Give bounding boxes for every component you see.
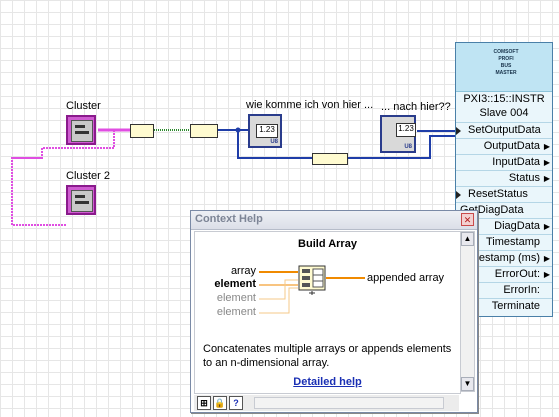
terminal-array: array	[230, 265, 256, 277]
pxi-property-row[interactable]: Timestamp	[456, 234, 552, 250]
input-terminal-icon	[456, 191, 461, 199]
build-array-node[interactable]	[130, 124, 154, 138]
numeric-indicator-1-value: 1.23	[256, 124, 278, 138]
terminal-element: element	[216, 306, 256, 318]
show-optional-terminals-icon[interactable]: ⊞	[197, 396, 211, 410]
numeric-indicator-2-value: 1.23	[396, 123, 416, 137]
indicator-1-label: wie komme ich von hier ...	[246, 99, 374, 111]
function-description: Concatenates multiple arrays or appends …	[203, 343, 452, 369]
pxi-property-row[interactable]: SetOutputData	[456, 122, 552, 138]
cluster-2-label: Cluster 2	[66, 170, 111, 182]
scroll-down-icon[interactable]: ▼	[461, 377, 474, 391]
help-icon[interactable]: ?	[229, 396, 243, 410]
pxi-property-label: Terminate	[491, 300, 540, 312]
pxi-property-label: InputData	[492, 156, 540, 168]
context-help-title: Context Help	[195, 213, 263, 225]
pxi-property-label: Timestamp	[486, 236, 540, 248]
pxi-property-label: Status	[508, 172, 540, 184]
pxi-property-label: DiagData	[494, 220, 540, 232]
cluster-label: Cluster	[66, 100, 101, 112]
numeric-indicator-1[interactable]: 1.23 U8	[248, 114, 282, 148]
cluster-2-constant[interactable]	[66, 185, 96, 215]
pxi-property-row[interactable]: Status▶	[456, 170, 552, 186]
close-icon[interactable]: ✕	[461, 213, 474, 226]
pxi-property-row[interactable]: DiagData▶	[456, 218, 552, 234]
u8-tag: U8	[404, 144, 412, 150]
pxi-slave-name: Slave 004	[479, 107, 529, 119]
output-arrow-icon: ▶	[543, 222, 550, 231]
pxi-property-row[interactable]: InputData▶	[456, 154, 552, 170]
context-help-content: Build Array array element element elemen…	[194, 231, 461, 394]
pxi-property-label: OutputData	[483, 140, 540, 152]
context-help-window[interactable]: Context Help ✕ Build Array array element…	[190, 210, 478, 413]
output-arrow-icon: ▶	[543, 142, 550, 151]
pxi-property-label: ErrorOut:	[494, 268, 540, 280]
pxi-property-label: Timestamp (ms)	[460, 252, 540, 264]
conversion-node[interactable]	[312, 153, 348, 165]
pxi-resource-name: PXI3::15::INSTR	[463, 93, 545, 105]
context-help-titlebar[interactable]: Context Help ✕	[191, 211, 477, 230]
scroll-up-icon[interactable]: ▲	[461, 232, 474, 246]
output-arrow-icon: ▶	[543, 158, 550, 167]
vertical-scrollbar[interactable]: ▲ ▼	[460, 231, 475, 392]
pxi-property-label: ResetStatus	[468, 188, 528, 200]
lock-icon[interactable]: 🔒	[213, 396, 227, 410]
pxi-property-row[interactable]: Terminate	[456, 298, 552, 314]
indicator-2-label: ... nach hier??	[381, 101, 451, 113]
comsoft-logo: COMSOFT PROFI BUS MASTER	[493, 49, 519, 76]
pxi-property-label: SetOutputData	[468, 124, 541, 136]
terminal-appended-array: appended array	[367, 272, 445, 284]
output-arrow-icon: ▶	[543, 174, 550, 183]
context-help-toolbar: ⊞ 🔒 ?	[194, 395, 459, 411]
output-arrow-icon: ▶	[543, 270, 550, 279]
pxi-property-row[interactable]: Timestamp (ms)▶	[456, 250, 552, 266]
output-arrow-icon: ▶	[543, 254, 550, 263]
pxi-property-row[interactable]: ErrorIn:	[456, 282, 552, 298]
cluster-constant[interactable]	[66, 115, 96, 145]
index-array-node[interactable]	[190, 124, 218, 138]
pxi-property-row[interactable]: OutputData▶	[456, 138, 552, 154]
pxi-property-row[interactable]: ErrorOut:▶	[456, 266, 552, 282]
pxi-property-row[interactable]: ResetStatus	[456, 186, 552, 202]
pxi-property-label: ErrorIn:	[503, 284, 540, 296]
horizontal-scrollbar[interactable]	[254, 397, 444, 409]
terminal-element: element	[214, 278, 256, 290]
input-terminal-icon	[456, 127, 461, 135]
detailed-help-link[interactable]: Detailed help	[293, 376, 362, 388]
numeric-indicator-2[interactable]: 1.23 U8	[380, 115, 416, 153]
function-name: Build Array	[298, 238, 357, 250]
u8-tag: U8	[270, 139, 278, 145]
build-array-icon	[298, 265, 326, 297]
terminal-element: element	[216, 292, 256, 304]
build-array-wires	[259, 271, 365, 314]
